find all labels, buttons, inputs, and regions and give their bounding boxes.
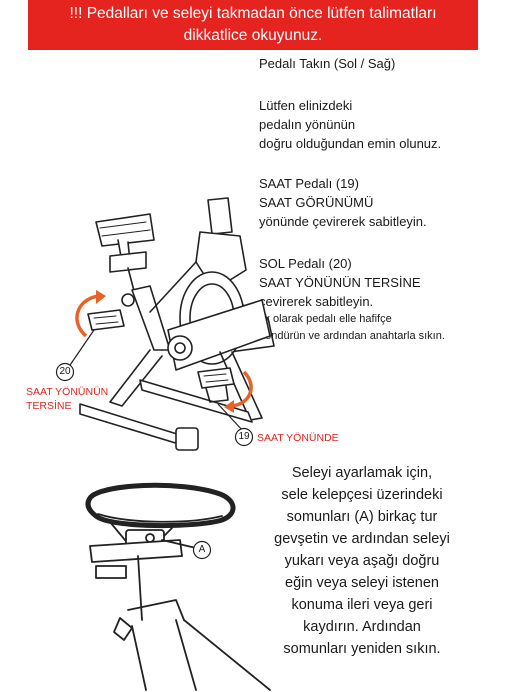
text-line: kaydırın. Ardından [303,619,421,635]
text-line: yukarı veya aşağı doğru [284,553,440,569]
text-line: SAAT YÖNÜNÜN [26,386,109,398]
clockwise-label: SAAT YÖNÜNDE [257,432,339,444]
left-pedal-text: SOL Pedalı (20) SAAT YÖNÜNÜN TERSİNE çev… [259,254,421,311]
text-line: eğin veya seleyi istenen [285,575,439,591]
text-line: pedalın yönünün [259,117,356,132]
text-line: çevirerek sabitleyin. [259,294,374,309]
text-line: İlk olarak pedalı elle hafifçe [259,313,392,325]
text-line: gevşetin ve ardından seleyi [274,531,450,547]
text-line: SAAT Pedalı (19) [259,176,359,191]
text-line: SOL Pedalı (20) [259,256,352,271]
text-line: Seleyi ayarlamak için, [291,465,433,481]
pedal-title: Pedalı Takın (Sol / Sağ) [259,56,396,71]
warning-banner: !!! Pedalları ve seleyi takmadan önce lü… [28,0,478,50]
seat-adjust-text: Seleyi ayarlamak için, sele kelepçesi üz… [262,462,462,660]
text-line: SAAT GÖRÜNÜMÜ [259,195,374,210]
counterclockwise-label: SAAT YÖNÜNÜN TERSİNE [26,385,108,413]
pedal-check-text: Lütfen elinizdeki pedalın yönünün doğru … [259,96,441,153]
text-line: SAAT YÖNÜNÜN TERSİNE [259,275,421,290]
warning-line-1: !!! Pedalları ve seleyi takmadan önce lü… [69,5,437,22]
right-pedal-text: SAAT Pedalı (19) SAAT GÖRÜNÜMÜ yönünde ç… [259,174,427,231]
tighten-tip-text: İlk olarak pedalı elle hafifçe döndürün … [259,311,445,345]
callout-20: 20 [59,366,71,377]
callout-a: A [198,544,206,555]
text-line: doğru olduğundan emin olunuz. [259,136,442,151]
text-line: sele kelepçesi üzerindeki [281,487,443,503]
text-line: yönünde çevirerek sabitleyin. [259,214,427,229]
text-line: Lütfen elinizdeki [259,98,353,113]
text-line: TERSİNE [26,400,72,412]
text-line: somunları (A) birkaç tur [286,509,438,525]
callout-19: 19 [238,431,250,442]
text-line: döndürün ve ardından anahtarla sıkın. [259,330,445,342]
text-line: somunları yeniden sıkın. [283,641,441,657]
text-line: konuma ileri veya geri [291,597,433,613]
warning-line-2: dikkatlice okuyunuz. [183,27,323,44]
